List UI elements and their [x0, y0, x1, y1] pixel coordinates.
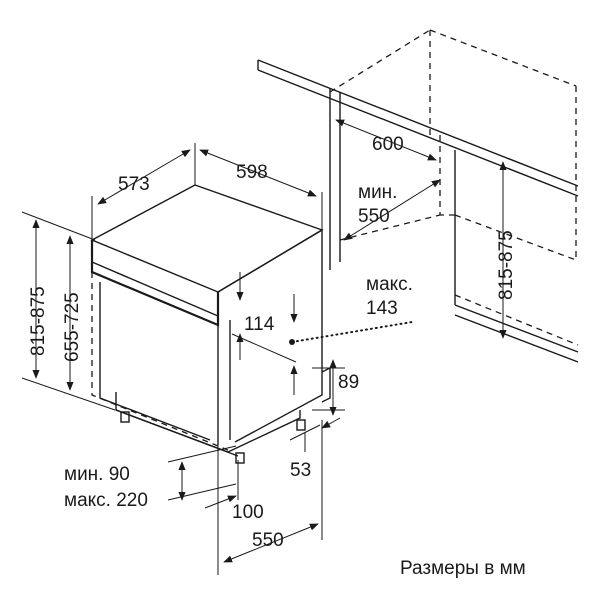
label-598: 598 — [236, 162, 268, 183]
label-min-90: мин. 90 — [64, 464, 130, 485]
label-53: 53 — [290, 460, 311, 481]
dim-100 — [204, 460, 239, 509]
label-100: 100 — [232, 502, 264, 523]
dim-815-875-left — [21, 211, 116, 411]
countertop — [257, 59, 579, 197]
dim-max-143-pointer — [289, 321, 413, 345]
dim-min-550 — [343, 179, 441, 241]
label-114: 114 — [244, 314, 275, 335]
label-min-550-value: 550 — [358, 206, 390, 227]
dim-min90-max220 — [167, 445, 237, 501]
label-max-143-prefix: макс. — [366, 274, 413, 295]
dim-89 — [312, 359, 345, 416]
dim-598 — [199, 149, 323, 230]
label-655-725: 655-725 — [62, 292, 83, 362]
label-max-220: макс. 220 — [64, 490, 148, 511]
label-max-143-value: 143 — [366, 298, 398, 319]
label-min-550-prefix: мин. — [358, 182, 397, 203]
dim-53 — [289, 417, 341, 452]
dim-600 — [335, 119, 437, 161]
label-550-bottom: 550 — [252, 530, 284, 551]
label-815-875-left: 815-875 — [28, 286, 49, 356]
dim-573 — [91, 143, 196, 240]
units-caption: Размеры в мм — [400, 558, 526, 579]
label-600: 600 — [372, 134, 404, 155]
label-573: 573 — [118, 174, 150, 195]
dim-114 — [231, 272, 298, 395]
label-815-875-right: 815-875 — [496, 230, 517, 300]
dim-550-bottom — [217, 420, 323, 575]
dishwasher-body — [90, 184, 331, 464]
label-89: 89 — [338, 372, 359, 393]
